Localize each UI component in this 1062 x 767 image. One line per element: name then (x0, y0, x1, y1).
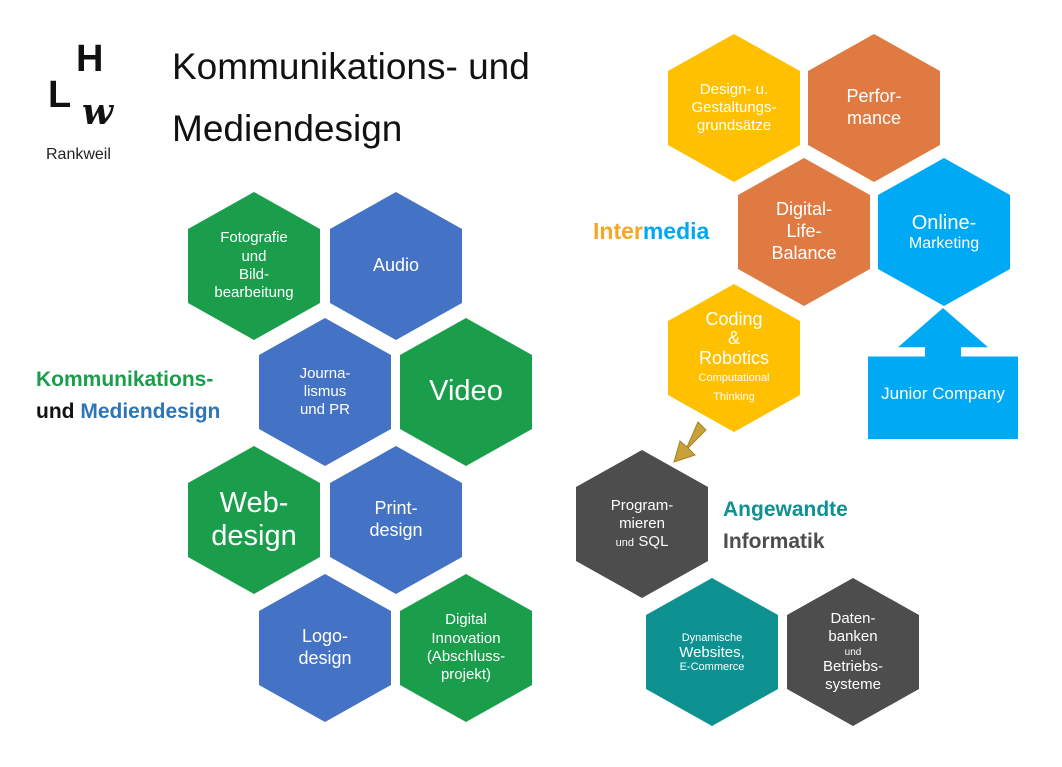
hex-dynamische-line3: E-Commerce (679, 660, 745, 673)
hex-audio-label: Audio (372, 255, 420, 276)
hex-logodesign: Logo- design (259, 574, 391, 722)
hex-design-grundsaetze-label: Design- u. Gestaltungs- grundsätze (691, 80, 777, 135)
hex-online-marketing: Online- Marketing (878, 158, 1010, 306)
hex-audio: Audio (330, 192, 462, 340)
left-section-und: und (36, 399, 81, 423)
hex-programmieren: Program- mieren und SQL (576, 450, 708, 598)
hex-logodesign-label: Logo- design (298, 626, 352, 668)
left-section-mediendesign: Mediendesign (80, 399, 221, 423)
hex-video: Video (400, 318, 532, 466)
hex-performance-label: Perfor- mance (846, 86, 902, 128)
hex-online-marketing-line1: Online- (911, 211, 977, 234)
hex-datenbanken-und: und (844, 646, 862, 658)
intermedia-part1: Inter (593, 218, 643, 244)
hex-programmieren-und: und (615, 537, 634, 550)
page-title-line2: Mediendesign (172, 108, 403, 149)
hex-digital-life-balance: Digital- Life- Balance (738, 158, 870, 306)
intermedia-label: Intermedia (593, 218, 709, 245)
junior-company-box (868, 308, 1018, 439)
hex-fotografie-label: Fotografie und Bild- bearbeitung (214, 229, 294, 302)
hex-digital-innovation: Digital Innovation (Abschluss- projekt) (400, 574, 532, 722)
logo-letter-h: H (76, 38, 104, 80)
hex-journalismus: Journa- lismus und PR (259, 318, 391, 466)
junior-company-label: Junior Company (881, 384, 1005, 403)
hex-programmieren-line1: Program- mieren (610, 496, 674, 532)
hex-dynamische-websites: Dynamische Websites, E-Commerce (646, 578, 778, 726)
left-section-line1: Kommunikations- (36, 368, 214, 391)
hex-coding-robotics: Coding & Robotics Computational Thinking (668, 284, 800, 432)
hex-performance: Perfor- mance (808, 34, 940, 182)
hex-fotografie: Fotografie und Bild- bearbeitung (188, 192, 320, 340)
page-title-line1: Kommunikations- und (172, 46, 530, 87)
hex-printdesign-label: Print- design (369, 498, 423, 540)
logo-letter-l: L (48, 74, 72, 116)
angewandte-line2: Informatik (723, 529, 825, 553)
hex-digital-life-label: Digital- Life- Balance (771, 199, 837, 263)
angewandte-line1: Angewandte (723, 498, 848, 521)
hex-datenbanken-line3: Betriebs- systeme (822, 657, 884, 693)
hex-dynamische-line1: Dynamische (681, 631, 743, 644)
hex-coding-line1: Coding & Robotics (698, 308, 770, 369)
logo-letter-w: w (82, 91, 113, 133)
hex-design-grundsaetze: Design- u. Gestaltungs- grundsätze (668, 34, 800, 182)
left-section-label: Kommunikations- und Mediendesign (36, 364, 220, 427)
intermedia-part2: media (642, 218, 710, 244)
hex-online-marketing-line2: Marketing (908, 234, 980, 252)
hex-journalismus-label: Journa- lismus und PR (299, 364, 351, 419)
hex-webdesign-label: Web- design (211, 486, 297, 552)
hex-programmieren-sql: SQL (638, 533, 669, 551)
hex-coding-line2: Computational Thinking (698, 372, 770, 403)
hex-datenbanken-line1: Daten- banken (828, 609, 878, 646)
arrow-coding-to-programmieren (673, 421, 707, 463)
angewandte-label: Angewandte Informatik (723, 494, 848, 557)
hex-printdesign: Print- design (330, 446, 462, 594)
logo-place: Rankweil (46, 146, 111, 163)
hex-video-label: Video (429, 375, 503, 408)
hex-programmieren-line2: und SQL (616, 533, 669, 551)
hex-dynamische-line2: Websites, (679, 643, 745, 661)
school-logo: H L w Rankweil (44, 38, 134, 168)
hex-datenbanken: Daten- banken und Betriebs- systeme (787, 578, 919, 726)
hex-webdesign: Web- design (188, 446, 320, 594)
hex-digital-innovation-label: Digital Innovation (Abschluss- projekt) (426, 611, 506, 684)
